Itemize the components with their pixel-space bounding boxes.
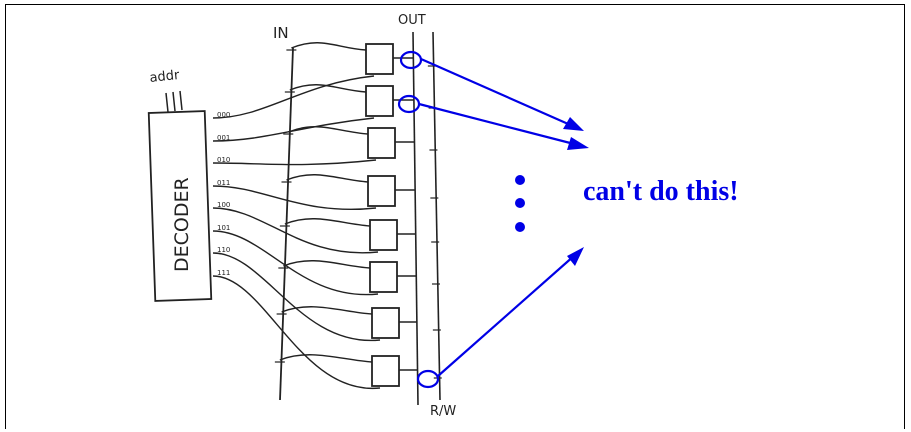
dot [515,198,525,208]
decoder-label: DECODER [171,177,193,272]
in-label: IN [273,24,289,42]
cell-output-circle [416,369,440,389]
select-wire [212,159,377,166]
dot [515,222,525,232]
select-wire [212,207,379,254]
memory-cell [367,175,396,207]
slide-frame [5,4,905,429]
input-wire [279,354,373,363]
dot [515,175,525,185]
arrowhead [567,247,584,266]
arrow-line [437,254,576,377]
decoder-output-label: 010 [217,156,230,164]
arrowhead [563,117,584,131]
memory-cells [212,42,442,389]
decoder-output-label: 001 [217,134,230,142]
ellipsis-dots [515,175,525,232]
arrow-line [418,102,579,147]
arrow-line [420,57,576,129]
annotation-arrows [397,50,579,389]
annotation-text: can't do this! [583,176,739,207]
addr-label: addr [149,68,181,86]
memory-cell [371,307,400,339]
memory-cell [365,43,394,75]
select-wire [212,252,381,342]
rw-label: R/W [430,404,456,419]
rw-line [432,31,441,401]
decoder-output-label: 101 [217,224,230,232]
input-wire [286,174,369,183]
decoder-output-label: 011 [217,179,230,187]
decoder-output-labels: 000 001 010 011 100 101 110 111 [217,111,230,277]
memory-cell [369,219,398,251]
select-wire [212,75,375,119]
decoder-box [147,110,213,302]
arrowheads [563,117,589,266]
out-label: OUT [398,13,426,28]
input-wire [291,42,367,51]
input-wire [288,126,369,135]
address-lines [165,90,183,113]
select-wire [212,275,381,389]
select-wire [212,117,375,142]
memory-cell [369,261,398,293]
cell-output-circle [397,94,421,114]
decoder-output-label: 000 [217,111,230,119]
memory-cell [367,127,396,159]
arrowhead [567,137,589,150]
memory-cell [371,355,400,387]
memory-cell [365,85,394,117]
select-wire [212,185,377,211]
input-wire [283,260,371,269]
out-bus-line [412,31,419,406]
decoder-output-label: 100 [217,201,230,209]
decoder-output-label: 111 [217,269,230,277]
input-wire [281,306,373,315]
decoder-output-label: 110 [217,246,230,254]
cell-output-circle [399,50,423,70]
input-wire [289,84,367,93]
input-wire [284,218,371,227]
